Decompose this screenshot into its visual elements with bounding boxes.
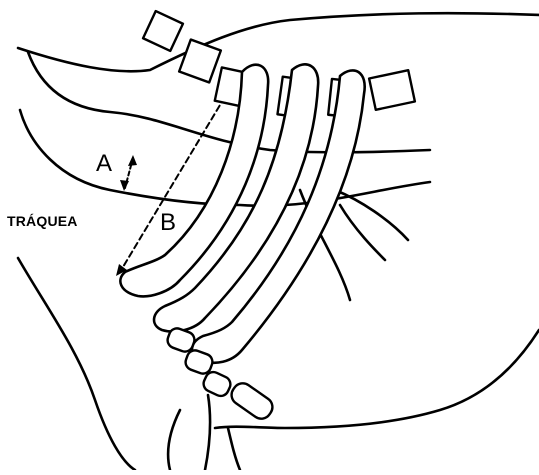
measure-a-arrowhead-2	[120, 180, 129, 191]
limb-line-2	[228, 428, 240, 470]
measure-a-arrowhead	[128, 155, 137, 166]
vertebra	[179, 40, 221, 83]
measure-a-label: A	[96, 150, 112, 178]
trachea-label: TRÁQUEA	[7, 213, 78, 229]
vertebra	[143, 11, 183, 51]
body-outline-lower	[18, 258, 135, 470]
body-outline-upper	[18, 13, 539, 71]
measure-b-label: B	[160, 209, 176, 237]
limb-line-3	[168, 410, 180, 470]
limb-line	[205, 395, 210, 470]
xiphoid	[228, 379, 277, 422]
vertebra	[369, 70, 415, 110]
